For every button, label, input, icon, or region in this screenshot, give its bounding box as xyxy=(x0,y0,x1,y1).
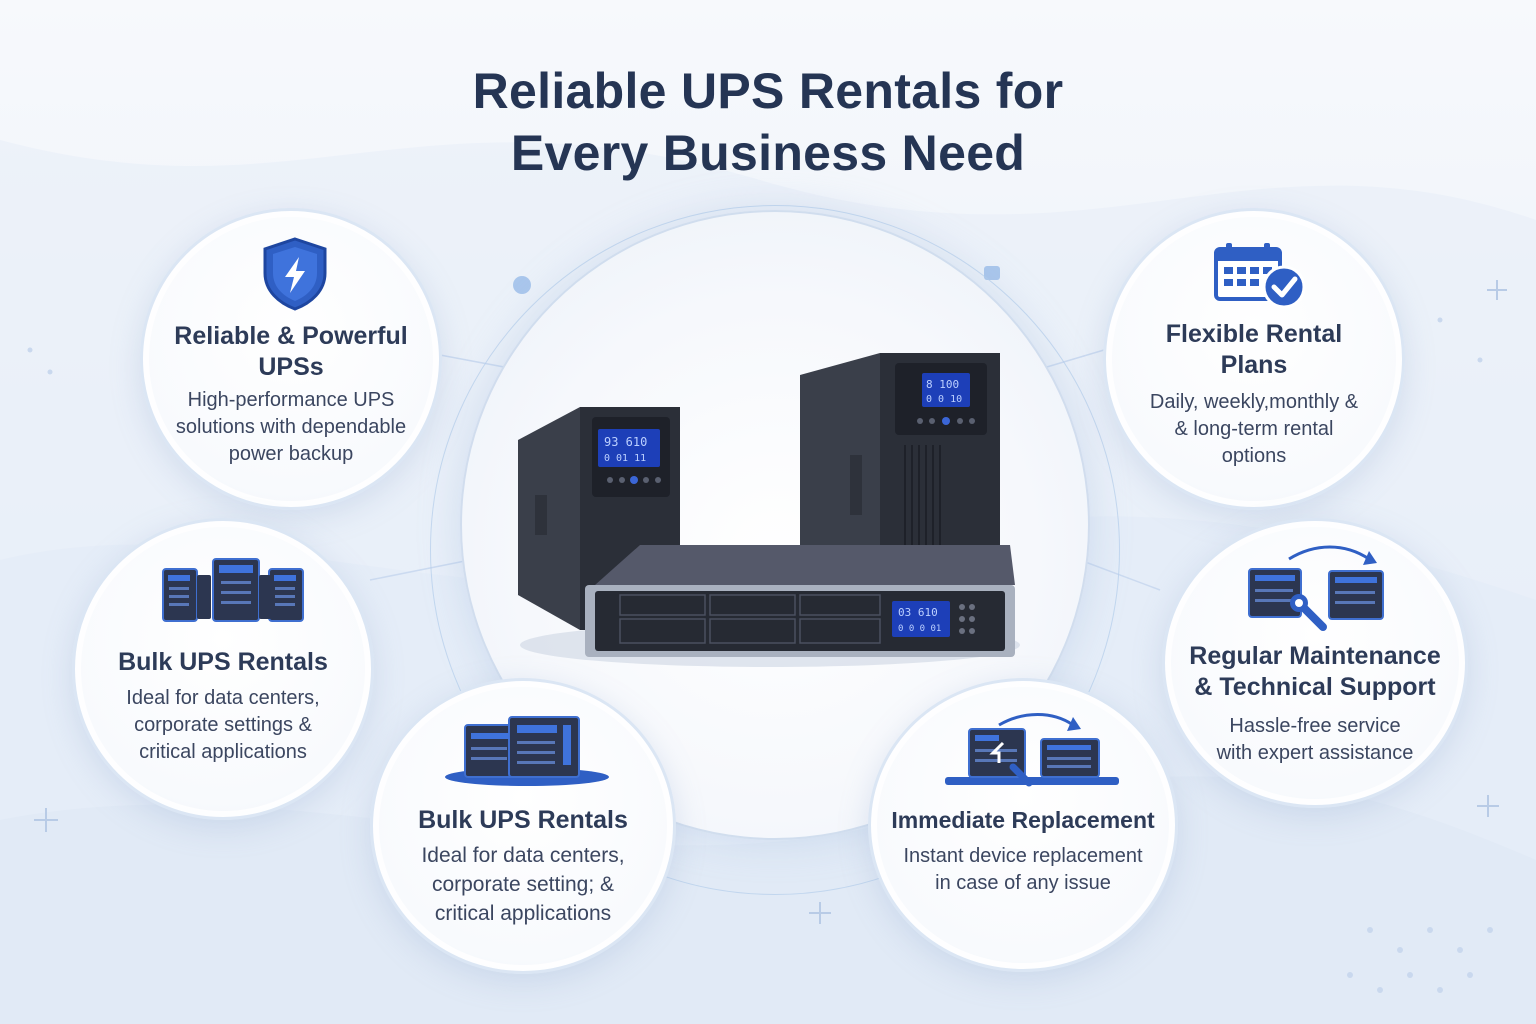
feature-title: Immediate Replacement xyxy=(891,807,1155,833)
ups-units-icon xyxy=(445,716,609,786)
feature-desc: power backup xyxy=(228,443,354,465)
feature-desc: Hassle-free service xyxy=(1229,715,1401,737)
feature-title: Plans xyxy=(1220,351,1288,379)
rack-display-1: 03 610 xyxy=(898,606,938,619)
feature-desc: High-performance UPS xyxy=(187,389,395,411)
tower-right-display-2: 0 0 10 xyxy=(926,394,962,405)
rack-display-2: 0 0 0 01 xyxy=(898,624,941,634)
feature-title: & Technical Support xyxy=(1194,673,1436,701)
ups-rack-icon xyxy=(162,558,304,622)
feature-desc: with expert assistance xyxy=(1216,742,1414,764)
feature-title: Bulk UPS Rentals xyxy=(118,648,328,676)
tower-left-display-1: 93 610 xyxy=(604,435,647,449)
feature-desc: critical applications xyxy=(139,741,307,763)
feature-desc: critical applications xyxy=(434,902,612,925)
feature-title: Flexible Rental xyxy=(1165,320,1343,348)
calendar-check-icon xyxy=(1214,243,1306,309)
feature-desc: in case of any issue xyxy=(935,872,1111,894)
ups-devices-illustration: 93 610 0 01 11 8 100 0 0 10 03 610 0 0 0… xyxy=(518,353,1020,667)
feature-title: Reliable & Powerful xyxy=(174,322,408,350)
feature-desc: Daily, weekly,monthly & xyxy=(1149,391,1359,413)
feature-title: Regular Maintenance xyxy=(1189,642,1441,670)
feature-title: Bulk UPS Rentals xyxy=(418,806,628,834)
feature-desc: corporate setting; & xyxy=(431,873,615,896)
feature-desc: & long-term rental xyxy=(1174,418,1334,440)
orbit-ring xyxy=(430,205,1120,895)
tower-right-display-1: 8 100 xyxy=(926,378,959,391)
feature-desc: options xyxy=(1221,445,1287,467)
replacement-swap-icon xyxy=(945,713,1119,787)
feature-desc: solutions with dependable xyxy=(175,416,407,438)
feature-desc: corporate settings & xyxy=(134,714,312,736)
ups-rack-unit: 03 610 0 0 0 01 xyxy=(585,545,1015,657)
tower-left-display-2: 0 01 11 xyxy=(604,453,646,464)
title-line-2: Every Business Need xyxy=(510,125,1026,181)
feature-immediate-replacement: Immediate Replacement Instant device rep… xyxy=(868,678,1178,972)
feature-desc: Instant device replacement xyxy=(903,845,1143,867)
shield-lightning-icon xyxy=(263,237,327,311)
maintenance-wrench-icon xyxy=(1248,545,1384,631)
feature-bulk-rentals-left: Bulk UPS Rentals Ideal for data centers,… xyxy=(72,518,374,820)
page-title: Reliable UPS Rentals for Every Business … xyxy=(368,60,1168,184)
feature-title: UPSs xyxy=(258,353,324,381)
title-line-1: Reliable UPS Rentals for xyxy=(472,63,1064,119)
feature-desc: Ideal for data centers, xyxy=(421,844,625,867)
feature-bulk-rentals-bottom: Bulk UPS Rentals Ideal for data centers,… xyxy=(370,678,676,974)
feature-desc: Ideal for data centers, xyxy=(126,687,320,709)
feature-maintenance-support: Regular Maintenance & Technical Support H… xyxy=(1162,518,1468,808)
